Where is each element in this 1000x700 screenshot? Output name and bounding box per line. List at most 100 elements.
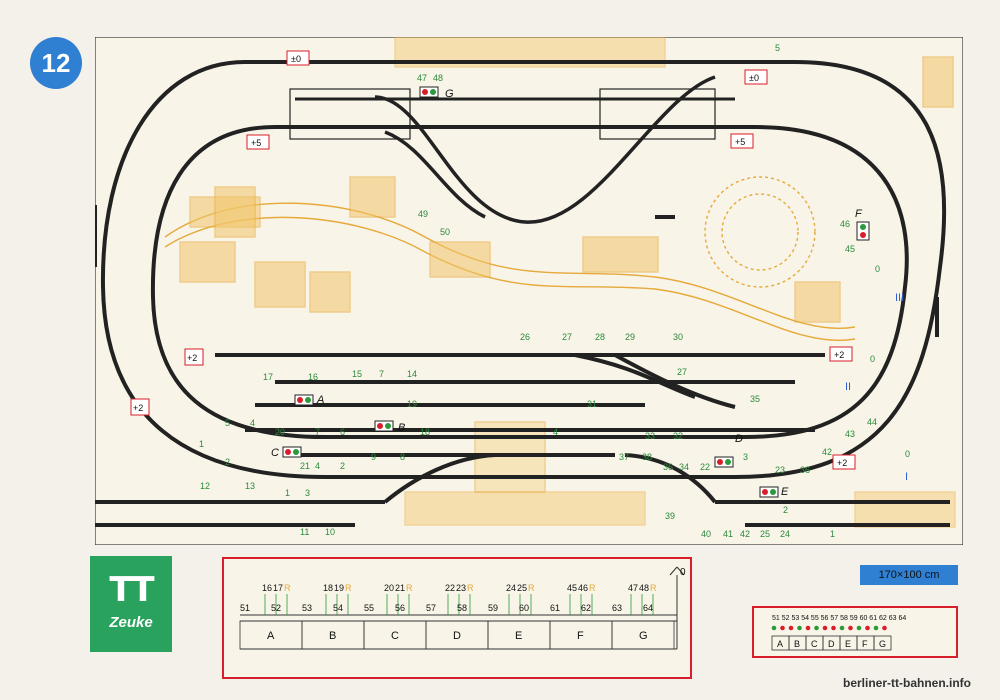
turnout-number-label: 20 [275,427,285,437]
wiring-bottom-label: 53 [302,603,312,613]
wiring-bottom-label: 64 [643,603,653,613]
wiring-section-label: E [515,630,522,642]
yard-tracks [95,205,950,527]
wiring-zero-label: 0 [680,567,686,578]
turnout-number-label: 37 [619,452,629,462]
wiring-top-label: 21 [395,583,405,593]
wiring-bottom-label: 52 [271,603,281,613]
turnout-number-label: 3 [305,488,310,498]
switch-indicator-dot [873,625,879,631]
wiring-bottom-label: 62 [581,603,591,613]
svg-text:±0: ±0 [749,73,759,83]
svg-text:±0: ±0 [291,54,301,64]
watermark-text: berliner-tt-bahnen.info [843,676,971,690]
turnout-number-label: 4 [250,418,255,428]
turnout-number-label: 26 [520,332,530,342]
switch-indicator-dot [814,625,819,631]
signal-label-c: C [271,447,279,459]
wiring-top-label: R [284,583,291,593]
turnout-number-label: 33 [645,431,655,441]
turnout-number-label: 12 [200,481,210,491]
wiring-bottom-label: 57 [426,603,436,613]
block-label-ii: II [845,381,851,393]
svg-text:+2: +2 [834,350,844,360]
turnout-number-label: 39 [665,511,675,521]
turnout-number-label: 4 [315,461,320,471]
switch-panel-cell-label: F [862,639,868,649]
layout-size-badge: 170×100 cm [860,565,958,585]
wiring-top-label: 45 [567,583,577,593]
turnout-number-label: 36 [663,462,673,472]
switch-panel-cell-label: A [777,639,783,649]
turnout-number-label: 5 [225,418,230,428]
signal-label-a: A [316,394,324,406]
turnout-number-label: 17 [263,372,273,382]
wiring-bottom-label: 61 [550,603,560,613]
wiring-top-label: R [406,583,413,593]
wiring-top-label: 25 [517,583,527,593]
switch-panel-cell-label: D [828,639,835,649]
turnout-number-label: 7 [315,427,320,437]
turnout-number-label: 27 [677,367,687,377]
wiring-top-label: 47 [628,583,638,593]
wiring-bottom-label: 51 [240,603,250,613]
turnout-number-label: 36 [800,465,810,475]
gradient-markers: ±0 ±0 +5 +5 +2 +2 +2 +2 [130,50,856,470]
wiring-top-label: R [528,583,535,593]
switch-indicator-dot [856,625,862,631]
turnout-number-label: 29 [625,332,635,342]
turnout-number-label: 11 [300,527,309,537]
wiring-top-label: R [589,583,596,593]
wiring-top-label: 46 [578,583,588,593]
switch-indicator-dot [788,625,794,631]
turnout-number-label: 42 [740,529,750,539]
wiring-section-label: A [267,630,275,642]
turnout-number-label: 47 [417,73,427,83]
switch-panel-cell-label: C [811,639,818,649]
signal-label-b: B [398,422,405,434]
turnout-number-label: 14 [407,369,417,379]
signal-label-d: D [735,433,743,445]
turnout-number-label: 1 [199,439,204,449]
wiring-section-label: C [391,630,399,642]
zeuke-tt-logo [90,556,172,652]
turnout-number-label: 2 [225,457,230,467]
turnout-number-label: 7 [379,369,384,379]
block-label-iii: III [895,292,904,304]
wiring-section-label: G [639,630,648,642]
wiring-bottom-label: 56 [395,603,405,613]
switch-indicator-dot [771,625,777,631]
signal-label-f: F [855,208,863,220]
wiring-top-label: 22 [445,583,455,593]
crossover-track [374,75,716,224]
switch-indicator-dot [839,625,845,631]
turnout-number-label: 35 [750,394,760,404]
track-layout-plan: ±0 ±0 +5 +5 +2 +2 +2 +2 G A B C [95,37,963,545]
wiring-bottom-label: 54 [333,603,343,613]
outer-loop-track [100,60,947,479]
turnout-number-label: 2 [340,461,345,471]
zeuke-logo-text: Zeuke [109,614,153,631]
tt-logo-mark: TT [109,570,154,610]
turnout-number-label: 49 [418,209,428,219]
turnout-number-label: 30 [673,332,683,342]
turnout-number-label: 8 [400,452,405,462]
turnout-number-label: 23 [775,465,785,475]
wiring-top-label: 19 [334,583,344,593]
wiring-bottom-label: 59 [488,603,498,613]
switch-panel-numbers: 51 52 53 54 55 56 57 58 59 60 61 62 63 6… [772,615,906,622]
wiring-bottom-label: 60 [519,603,529,613]
turnout-number-label: 34 [679,462,689,472]
turnout-number-label: 22 [700,462,710,472]
wiring-top-label: 16 [262,583,272,593]
turnout-number-label: 0 [875,264,880,274]
turnout-number-label: 21 [300,461,310,471]
signals [282,86,870,498]
turnout-number-label: 50 [440,227,450,237]
turnout-number-label: 6 [340,427,345,437]
wiring-top-label: 17 [273,583,283,593]
